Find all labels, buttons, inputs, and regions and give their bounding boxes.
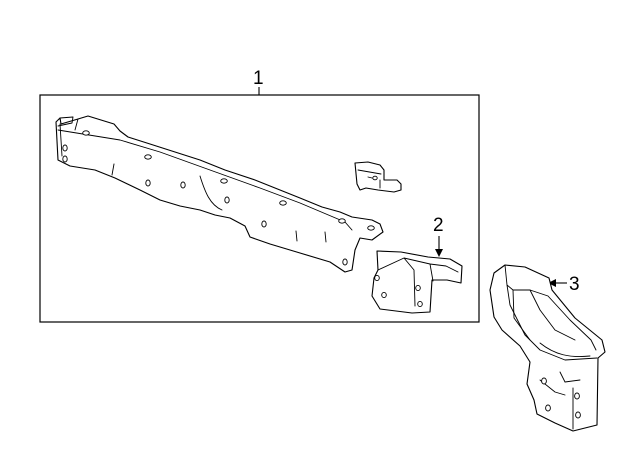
callout-3-label[interactable]: 3 [569, 274, 580, 295]
callout-2-arrowhead [435, 249, 443, 257]
callout-3-arrowhead [548, 279, 556, 287]
mounting-bracket-part [371, 250, 463, 314]
air-deflector-part [489, 264, 606, 432]
support-bar-part [55, 115, 384, 273]
clip-bracket-part [354, 161, 402, 193]
callout-2-label[interactable]: 2 [433, 215, 444, 236]
callout-1-label[interactable]: 1 [253, 68, 264, 89]
